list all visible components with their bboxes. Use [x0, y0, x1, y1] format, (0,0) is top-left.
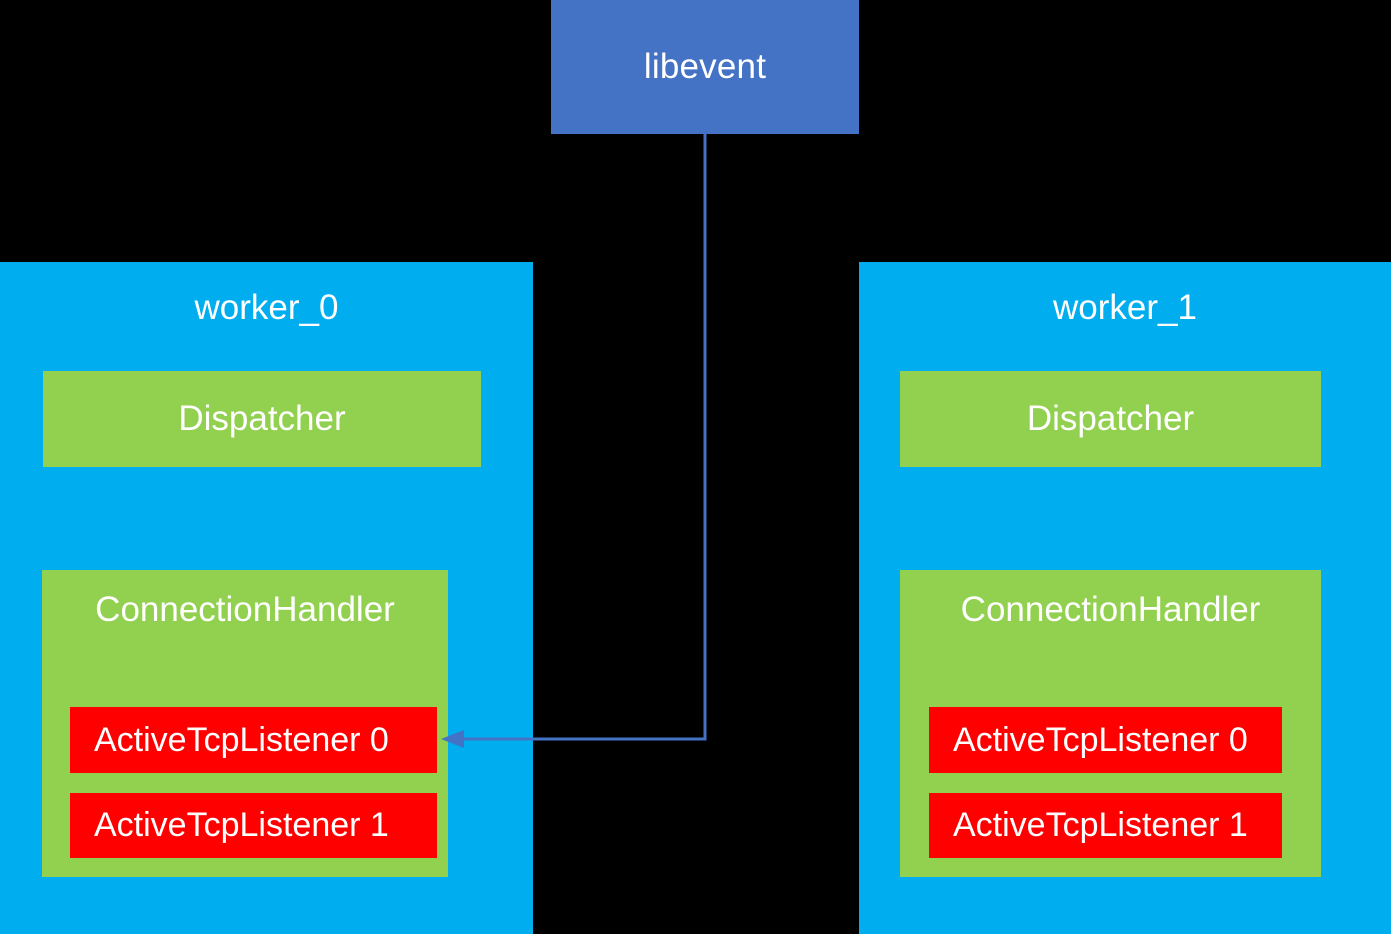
- worker-1-dispatcher-node[interactable]: Dispatcher: [900, 371, 1321, 467]
- libevent-node[interactable]: libevent: [551, 0, 859, 134]
- libevent-label: libevent: [643, 47, 767, 86]
- worker-0-title: worker_0: [194, 288, 339, 327]
- worker-0-dispatcher-label: Dispatcher: [178, 399, 346, 438]
- worker-1-listener-0-label: ActiveTcpListener 0: [953, 720, 1248, 759]
- worker-1-listener-1-label: ActiveTcpListener 1: [953, 806, 1248, 844]
- worker-0-active-tcp-listener-0[interactable]: ActiveTcpListener 0: [70, 707, 437, 773]
- worker-0-panel[interactable]: worker_0 Dispatcher ConnectionHandler Ac…: [0, 262, 533, 934]
- worker-1-active-tcp-listener-0[interactable]: ActiveTcpListener 0: [929, 707, 1282, 773]
- worker-0-connection-handler-node[interactable]: ConnectionHandler ActiveTcpListener 0 Ac…: [42, 570, 448, 877]
- worker-0-dispatcher-node[interactable]: Dispatcher: [43, 371, 481, 467]
- worker-1-panel[interactable]: worker_1 Dispatcher ConnectionHandler Ac…: [859, 262, 1391, 934]
- worker-1-title: worker_1: [1053, 288, 1197, 327]
- worker-1-connection-handler-label: ConnectionHandler: [960, 590, 1261, 629]
- worker-0-active-tcp-listener-1[interactable]: ActiveTcpListener 1: [70, 793, 437, 858]
- worker-0-listener-1-label: ActiveTcpListener 1: [94, 806, 389, 844]
- worker-1-dispatcher-label: Dispatcher: [1026, 399, 1195, 438]
- worker-1-connection-handler-node[interactable]: ConnectionHandler ActiveTcpListener 0 Ac…: [900, 570, 1321, 877]
- worker-0-listener-0-label: ActiveTcpListener 0: [94, 720, 389, 759]
- worker-0-connection-handler-label: ConnectionHandler: [95, 590, 395, 629]
- worker-1-active-tcp-listener-1[interactable]: ActiveTcpListener 1: [929, 793, 1282, 858]
